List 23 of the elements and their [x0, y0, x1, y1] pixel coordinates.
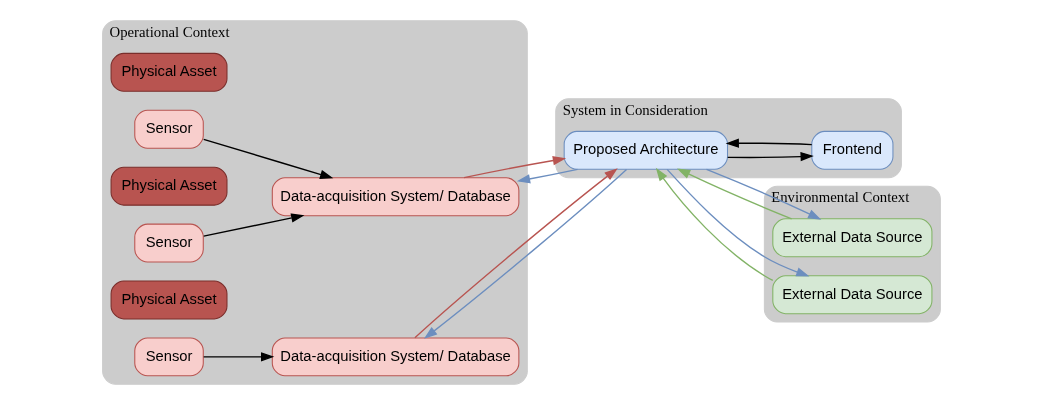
- node-box: Proposed Architecture: [563, 130, 728, 170]
- node-box: Sensor: [133, 337, 204, 377]
- node-box: External Data Source: [771, 275, 932, 315]
- arrow: [655, 167, 773, 282]
- arrow: [462, 156, 566, 179]
- node-box: Data-acquisition System/ Database: [271, 177, 519, 217]
- arrow: [705, 168, 821, 220]
- node-box: Sensor: [133, 109, 204, 149]
- node-box: Data-acquisition System/ Database: [271, 337, 519, 377]
- node-box: External Data Source: [771, 218, 932, 258]
- arrow: [516, 168, 578, 184]
- node-box: Frontend: [810, 130, 893, 170]
- arrow: [665, 168, 810, 277]
- arrow: [202, 138, 333, 179]
- arrow: [725, 138, 812, 148]
- arrow: [202, 352, 274, 362]
- node-box: Physical Asset: [110, 280, 227, 320]
- node-box: Sensor: [133, 223, 204, 263]
- arrow: [202, 213, 304, 237]
- arrow: [726, 151, 814, 162]
- arrow: [676, 168, 792, 220]
- node-box: Physical Asset: [110, 52, 227, 92]
- node-box: Physical Asset: [110, 166, 227, 206]
